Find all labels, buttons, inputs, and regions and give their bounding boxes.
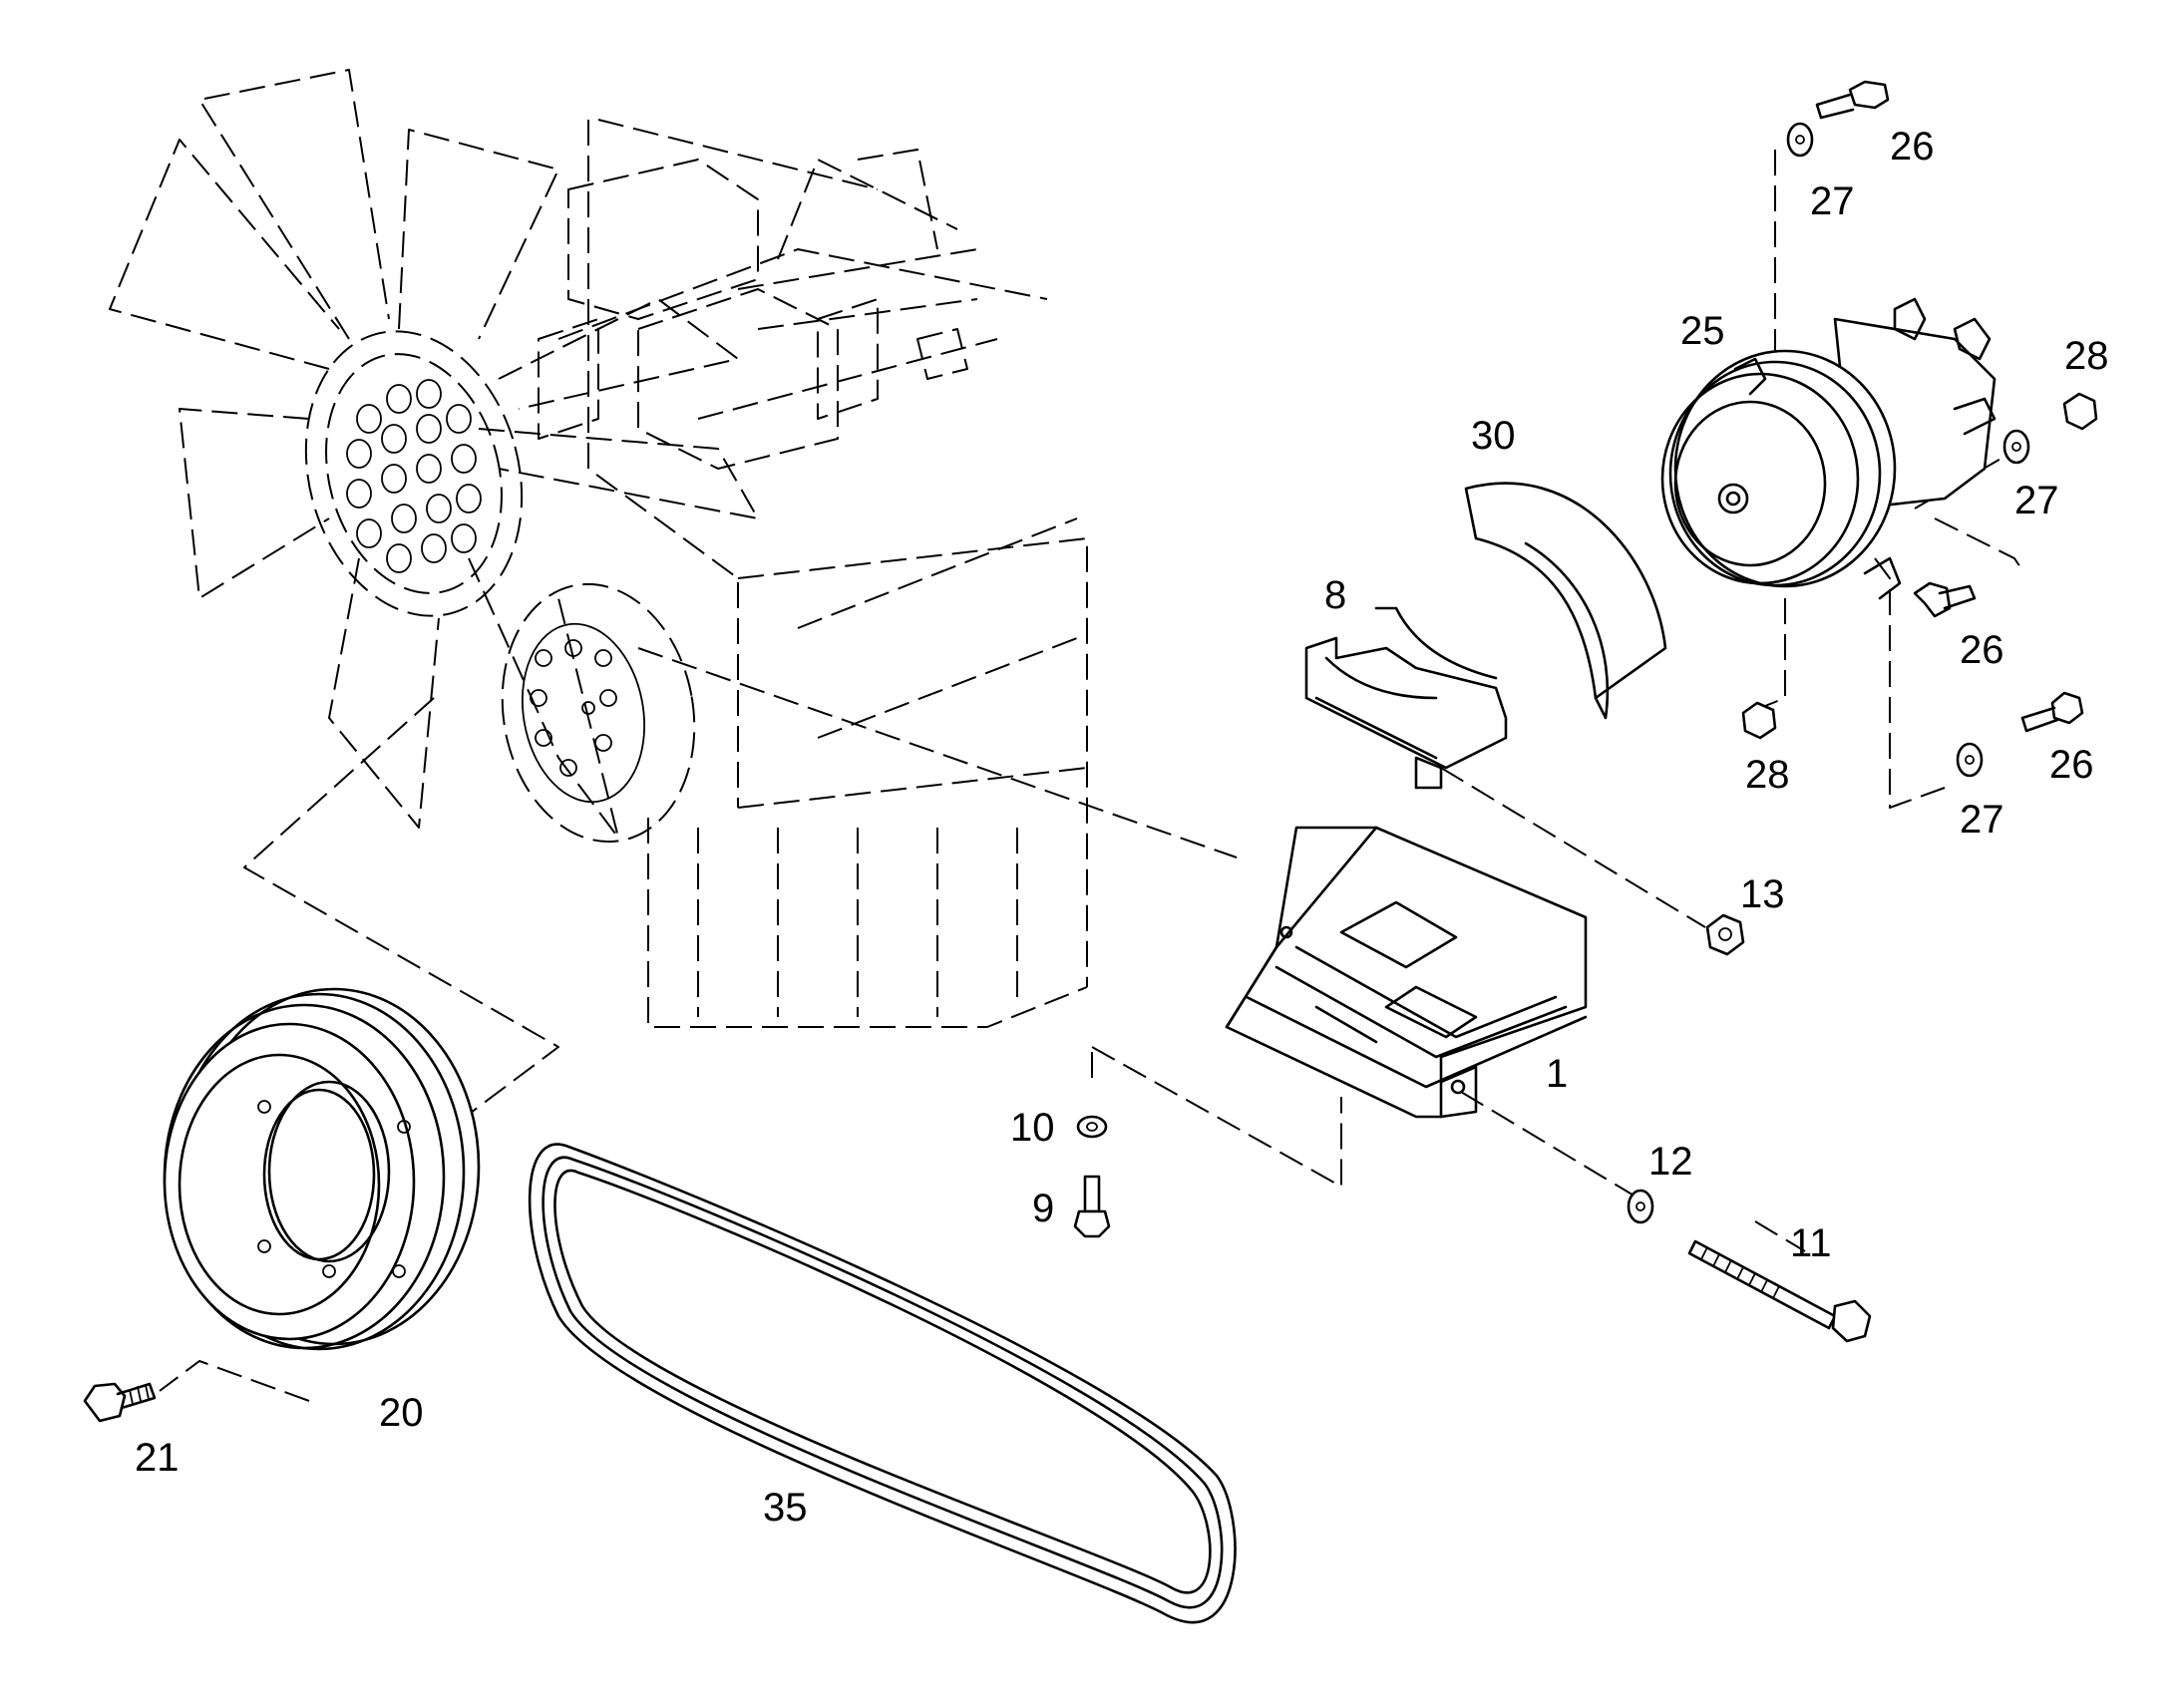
nuts-28 [1741,392,2098,740]
callout-35: 35 [763,1486,808,1530]
fan-hub [304,330,524,617]
bolt-9 [1073,1175,1111,1238]
washer-12 [1627,1189,1654,1224]
belt-shield [1464,482,1667,720]
callout-12: 12 [1648,1140,1693,1184]
callout-26-bottom: 26 [2049,743,2094,787]
saddle-bracket [1304,606,1508,790]
bolt-26-top [1815,80,1890,120]
engine-top-components [538,149,978,470]
callout-13: 13 [1740,872,1785,916]
callout-11: 11 [1790,1221,1832,1265]
bolt-26-mid [1913,581,1977,618]
nut-13 [1705,913,1745,956]
callout-labels: 1 8 9 10 11 12 13 20 21 25 26 26 26 27 2… [135,125,2109,1530]
washers-27 [1786,122,2030,778]
mounting-bracket [1225,826,1588,1119]
callout-26-top: 26 [1890,125,1935,169]
callout-25: 25 [1680,309,1725,353]
callout-27-bottom: 27 [1960,798,2004,842]
washer-10 [1076,1115,1108,1139]
assembly-leader-lines [159,150,2025,1402]
pulley [163,987,481,1351]
fan-blades [109,69,759,839]
engine-phantom [109,69,1088,1028]
engine-block [557,119,1088,1028]
callout-30: 30 [1471,414,1516,458]
bolt-11 [1687,1239,1872,1343]
ac-compressor [1660,297,1997,600]
callout-20: 20 [379,1391,424,1435]
bolt-21 [83,1382,157,1423]
callout-21: 21 [135,1436,180,1480]
callout-10: 10 [1010,1106,1055,1150]
callout-27-mid: 27 [2014,479,2059,522]
callout-8: 8 [1324,573,1346,617]
callout-28-right: 28 [2064,334,2109,378]
crank-damper [501,582,696,844]
bolt-26-bottom [2020,691,2084,733]
callout-28-left: 28 [1745,753,1790,797]
v-belt [528,1143,1237,1624]
callout-27-top: 27 [1810,179,1855,223]
callout-9: 9 [1032,1187,1054,1230]
callout-26-mid: 26 [1960,628,2004,672]
callout-1: 1 [1546,1052,1568,1096]
